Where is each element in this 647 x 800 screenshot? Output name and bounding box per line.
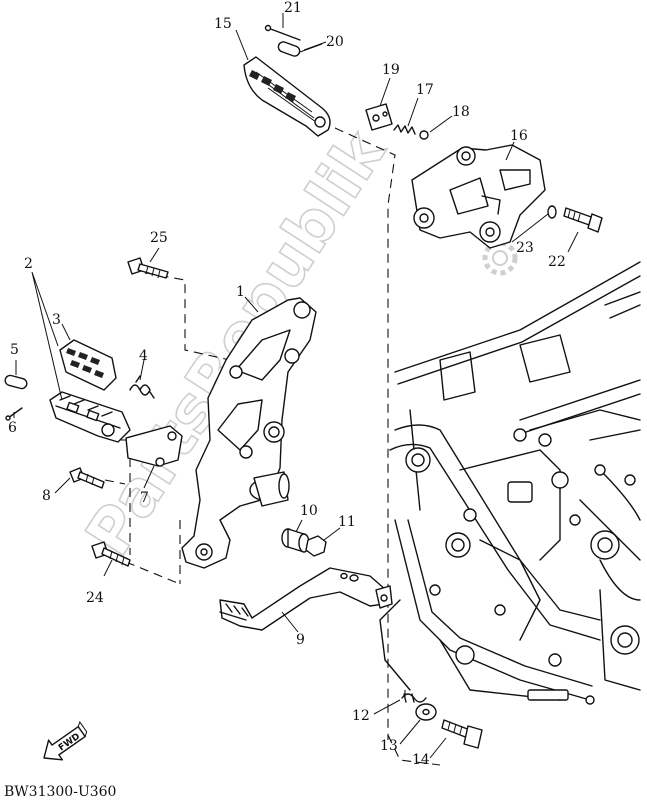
callout-20: 20	[326, 34, 344, 50]
callout-1: 1	[236, 284, 245, 300]
callout-22: 22	[548, 254, 566, 270]
callout-24: 24	[86, 590, 104, 606]
bolt-14	[441, 719, 483, 749]
callout-19: 19	[382, 62, 400, 78]
leader-lines	[104, 127, 441, 766]
callout-12: 12	[352, 708, 370, 724]
spring-12	[401, 693, 427, 703]
plate-7	[125, 425, 183, 467]
bolt-24	[91, 541, 131, 567]
callout-16: 16	[510, 128, 528, 144]
rear-footrest	[243, 56, 331, 137]
callout-3: 3	[52, 312, 61, 328]
nut-11	[305, 535, 327, 557]
bolt-25	[127, 257, 169, 279]
spring-17	[393, 124, 416, 135]
callout-14: 14	[412, 752, 430, 768]
rear-bracket	[411, 144, 546, 249]
callout-11: 11	[338, 514, 356, 530]
callout-labels: 1 2 3 4 5 6 7 8 9 10 11 12 13 14 15 16 1…	[8, 0, 566, 768]
footrest-rubber-3	[59, 339, 117, 391]
washer-23	[547, 205, 557, 219]
callout-9: 9	[296, 632, 305, 648]
washer-13	[415, 703, 437, 721]
callout-18: 18	[452, 104, 470, 120]
callout-23: 23	[516, 240, 534, 256]
spring-4	[129, 375, 155, 399]
callout-25: 25	[150, 230, 168, 246]
callout-leaders	[13, 29, 579, 759]
footrest-2	[49, 391, 131, 443]
callout-7: 7	[140, 490, 149, 506]
bushing-10	[281, 528, 310, 553]
pin-20	[277, 41, 323, 57]
cotter-pin-21	[264, 13, 301, 41]
frame	[379, 261, 641, 705]
cotter-6	[5, 407, 23, 421]
brake-pedal-9	[219, 567, 393, 631]
watermark-gear-icon	[482, 240, 518, 276]
callout-2: 2	[24, 256, 33, 272]
callout-5: 5	[10, 342, 19, 358]
plate-19	[365, 103, 393, 131]
main-bracket	[181, 297, 317, 569]
callout-21: 21	[284, 0, 302, 16]
callout-17: 17	[416, 82, 434, 98]
callout-8: 8	[42, 488, 51, 504]
bolt-22	[563, 207, 603, 233]
bolt-8	[69, 467, 105, 489]
callout-15: 15	[214, 16, 232, 32]
fwd-arrow-icon: FWD	[43, 720, 88, 761]
callout-10: 10	[300, 503, 318, 519]
callout-4: 4	[139, 348, 148, 364]
callout-6: 6	[8, 420, 17, 436]
callout-13: 13	[380, 738, 398, 754]
pin-5	[4, 374, 28, 390]
ball-18	[419, 130, 429, 140]
drawing-code: BW31300-U360	[4, 784, 116, 800]
